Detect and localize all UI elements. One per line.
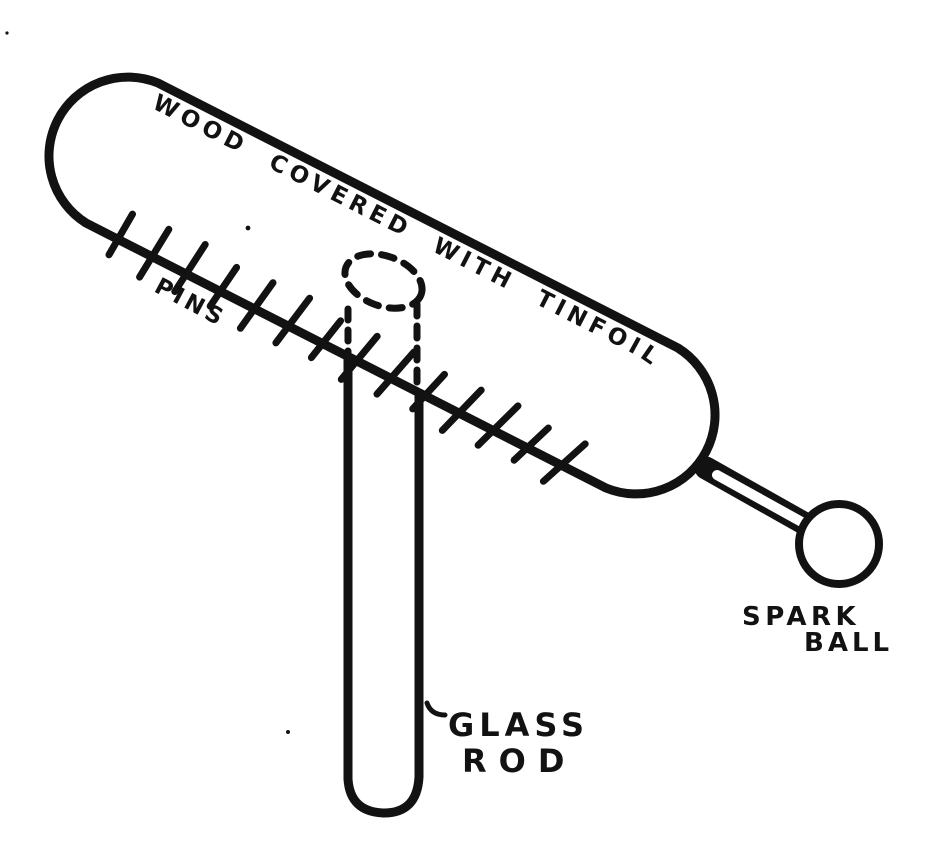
pins-group bbox=[105, 210, 589, 485]
speck bbox=[5, 31, 9, 35]
wood-cylinder bbox=[44, 72, 720, 499]
pin-tick bbox=[409, 370, 448, 413]
pin-tick bbox=[236, 279, 277, 332]
speck bbox=[286, 730, 290, 734]
pin-tick bbox=[206, 263, 241, 310]
glass-rod-label-line1: GLASS bbox=[448, 706, 589, 744]
pin-tick bbox=[105, 210, 136, 259]
scan-specks bbox=[5, 31, 290, 734]
pin-tick bbox=[337, 332, 381, 383]
pin-tick bbox=[474, 402, 522, 449]
spark-ball-label-line2: BALL bbox=[804, 628, 893, 658]
pin-tick bbox=[539, 440, 589, 485]
rod-top-dashed-ellipse bbox=[341, 250, 426, 312]
pin-tick bbox=[272, 294, 314, 347]
pin-tick bbox=[373, 348, 418, 398]
pin-tick bbox=[136, 225, 173, 281]
glass-rod-hidden-top bbox=[341, 250, 426, 393]
pin-tick bbox=[307, 317, 345, 362]
speck bbox=[245, 225, 251, 231]
glass-rod-leader-tick bbox=[424, 700, 448, 718]
glass-rod-label-line2: ROD bbox=[462, 742, 576, 780]
pin-tick bbox=[171, 241, 209, 296]
spark-ball-label-line1: SPARK bbox=[742, 602, 860, 632]
pin-tick bbox=[438, 386, 485, 434]
spark-terminal bbox=[694, 456, 883, 588]
spark-ball-label-group: SPARK BALL bbox=[742, 602, 893, 658]
spark-ball bbox=[795, 500, 883, 588]
glass-rod-label-group: GLASS ROD bbox=[424, 700, 589, 780]
glass-rod bbox=[343, 325, 424, 818]
pin-tick bbox=[510, 424, 552, 464]
